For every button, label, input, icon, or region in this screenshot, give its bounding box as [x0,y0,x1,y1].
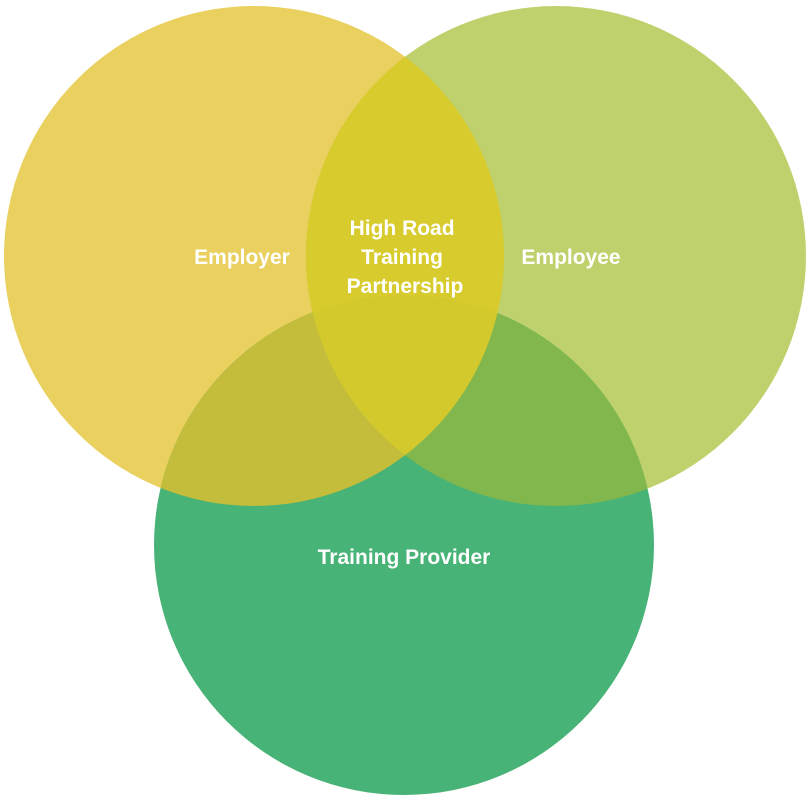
label-employer: Employer [194,246,290,269]
label-center-line-3: Partnership [347,275,464,298]
label-training-provider: Training Provider [318,546,491,569]
overlap-employee-training-provider [306,295,654,506]
label-center-line-1: High Road [350,217,455,240]
overlap-center [306,6,504,506]
label-center-line-2: Training [361,246,443,269]
label-employee: Employee [521,246,620,269]
overlap-employer-training-provider [154,295,504,506]
label-center: High Road Training Partnership [347,217,464,298]
